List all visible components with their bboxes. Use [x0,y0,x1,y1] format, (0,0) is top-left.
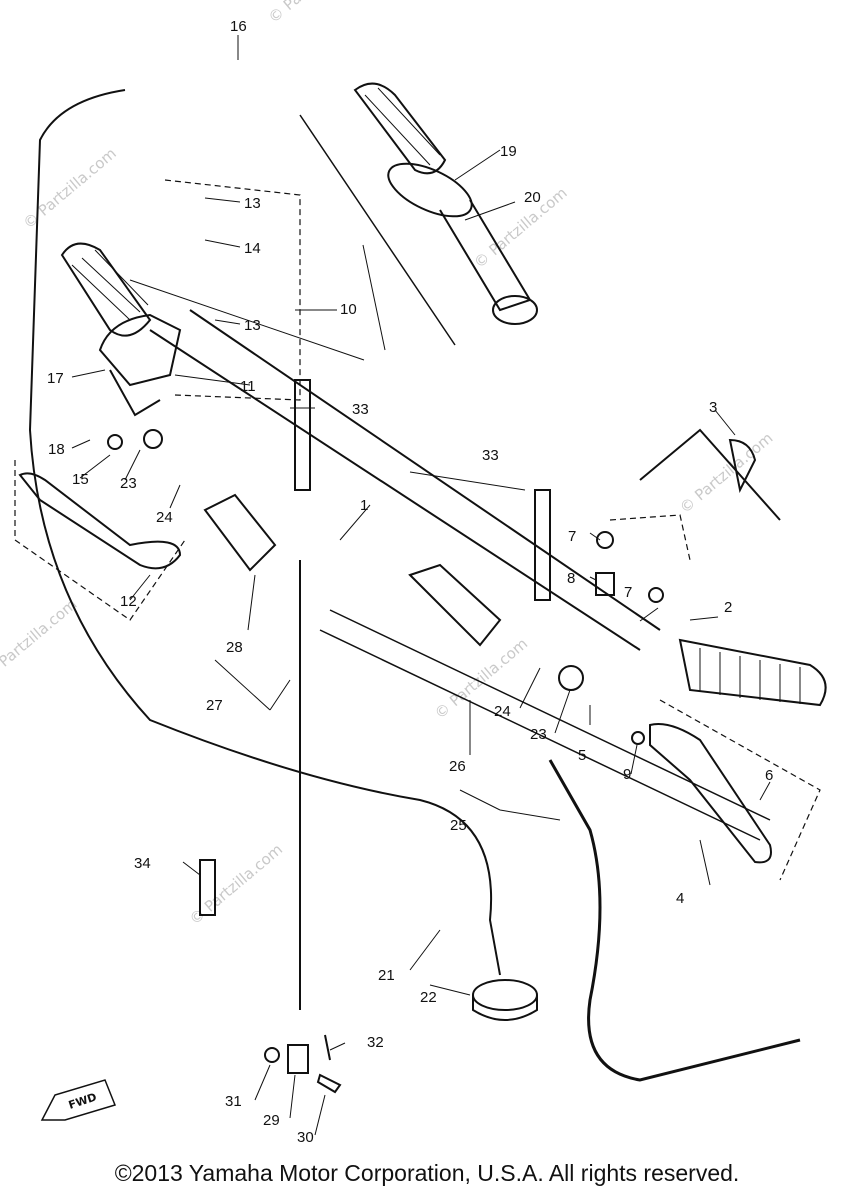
clutch-cable [548,759,801,1082]
callout-23b: 23 [530,726,547,743]
callout-27: 27 [206,697,223,714]
callout-17: 17 [47,370,64,387]
right-lever [649,723,772,864]
callout-16: 16 [230,18,247,35]
callout-34: 34 [134,855,151,872]
callout-19: 19 [500,143,517,160]
handlebar-tube [149,309,661,651]
tie-33a [294,379,311,491]
callout-2: 2 [724,599,732,616]
right-grip [678,638,827,707]
washer-31 [264,1047,280,1063]
callout-32: 32 [367,1034,384,1051]
callout-13a: 13 [244,195,261,212]
switch-3 [639,428,781,521]
callout-9: 9 [623,766,631,783]
pump-22 [472,979,538,1011]
callout-7a: 7 [568,528,576,545]
left-lever [18,472,182,570]
callout-31: 31 [225,1093,242,1110]
callout-24a: 24 [156,509,173,526]
callout-18: 18 [48,441,65,458]
left-grip [60,242,152,337]
callout-14: 14 [244,240,261,257]
bracket-12 [14,460,186,621]
handlebar-tube-lower [319,609,771,841]
callout-21: 21 [378,967,395,984]
pin-32 [324,1034,331,1061]
fitting-8 [595,572,615,596]
callout-26: 26 [449,758,466,775]
callout-numbers: 1 2 3 4 5 6 7 7 8 9 10 11 12 13 13 14 15… [47,18,773,1146]
nut-9 [631,731,645,745]
washer-15 [107,434,123,450]
callout-33a: 33 [352,401,369,418]
callout-28: 28 [226,639,243,656]
bolt-7 [596,531,614,549]
callout-3: 3 [709,399,717,416]
callout-10: 10 [340,301,357,318]
watermark: © Partzilla.com [470,184,570,272]
bracket-4 [609,514,821,881]
watermark: © Partzilla.com [265,0,365,27]
throttle-housing [98,313,182,417]
callout-24b: 24 [494,703,511,720]
inset-grip [299,82,538,346]
throttle-cable [28,89,501,976]
callout-15: 15 [72,471,89,488]
copyright-notice: ©2013 Yamaha Motor Corporation, U.S.A. A… [114,1160,740,1186]
callout-22: 22 [420,989,437,1006]
adjuster-23b [143,429,163,449]
callout-33b: 33 [482,447,499,464]
callout-13b: 13 [244,317,261,334]
callout-11: 11 [240,378,256,395]
adjuster-23 [558,665,584,691]
callout-25: 25 [450,817,467,834]
bracket-10 [164,179,301,401]
tie-34 [199,859,216,916]
pump-22-body [472,995,538,1021]
callout-8: 8 [567,570,575,587]
block-29 [287,1044,309,1074]
tie-33b [534,489,551,601]
callout-7b: 7 [624,584,632,601]
callout-29: 29 [263,1112,280,1129]
watermark: © Partzilla.com [20,144,120,232]
cable-boot-26 [408,563,502,647]
fwd-arrow: FWD [40,1079,117,1121]
watermark: © Partzilla.com [0,595,80,683]
callout-4: 4 [676,890,684,907]
cable-boot-28 [203,493,277,572]
callout-6: 6 [765,767,773,784]
bolt-7b [648,587,664,603]
callout-20: 20 [524,189,541,206]
callout-23a: 23 [120,475,137,492]
callout-12: 12 [120,593,137,610]
bolt-30 [316,1073,342,1094]
watermark: © Partzilla.com [676,429,776,517]
callout-5: 5 [578,747,586,764]
callout-30: 30 [297,1129,314,1146]
watermark: © Partzilla.com [431,635,531,723]
callout-1: 1 [360,497,368,514]
leader-lines [71,35,771,1136]
